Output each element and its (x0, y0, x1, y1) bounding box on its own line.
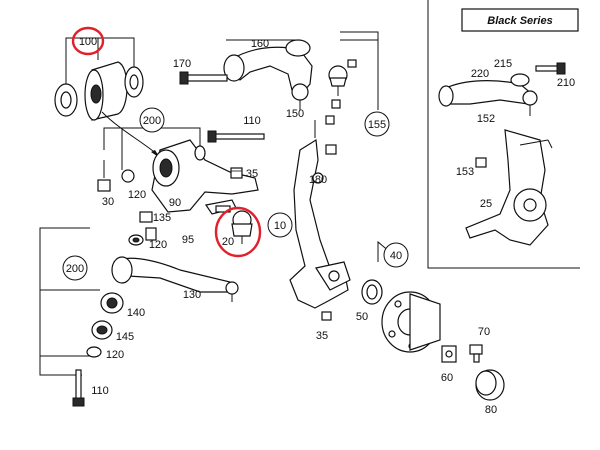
bolt-170 (179, 71, 228, 85)
label-155: 155 (368, 119, 386, 131)
label-220: 220 (471, 68, 489, 80)
label-130: 130 (183, 289, 201, 301)
label-140: 140 (127, 307, 145, 319)
label-80: 80 (485, 404, 497, 416)
label-160: 160 (251, 38, 269, 50)
callout-200b-circle (62, 255, 88, 281)
callout-155-circle (364, 111, 390, 137)
bolt-110-upper (207, 130, 265, 143)
label-152: 152 (477, 113, 495, 125)
callout-40-circle (383, 242, 409, 268)
label-35a: 35 (246, 168, 258, 180)
label-120b: 120 (149, 239, 167, 251)
label-10: 10 (274, 220, 286, 232)
bushing-100-group (54, 37, 160, 158)
callout-200a-circle (139, 107, 165, 133)
label-90: 90 (169, 197, 181, 209)
label-153: 153 (456, 166, 474, 178)
label-200a: 200 (143, 115, 161, 127)
inset-steering-knuckle (465, 129, 553, 246)
label-135: 135 (153, 212, 171, 224)
part-60-sensor (441, 345, 457, 363)
label-50: 50 (356, 311, 368, 323)
label-110a: 110 (243, 115, 261, 127)
label-120a: 120 (128, 189, 146, 201)
label-25: 25 (480, 198, 492, 210)
wheel-hub-group (361, 240, 441, 353)
label-20: 20 (222, 236, 234, 248)
label-145: 145 (116, 331, 134, 343)
highlight-100 (71, 26, 105, 56)
label-30: 30 (102, 196, 114, 208)
steering-knuckle-10 (289, 120, 351, 321)
ball-joint-upper (325, 31, 379, 125)
label-170: 170 (173, 58, 191, 70)
label-35b: 35 (316, 330, 328, 342)
callout-10-circle (267, 212, 293, 238)
label-180: 180 (309, 174, 327, 186)
label-215: 215 (494, 58, 512, 70)
label-200b: 200 (66, 263, 84, 275)
lower-arm-assembly (97, 127, 259, 215)
inset-title-box (461, 8, 579, 32)
label-100: 100 (79, 36, 97, 48)
upper-control-arm-160 (223, 39, 313, 110)
black-series-inset: Black Series (427, 0, 580, 269)
ball-joint-20 (231, 210, 253, 244)
inset-title: Black Series (487, 15, 552, 27)
label-40: 40 (390, 250, 402, 262)
label-120c: 120 (106, 349, 124, 361)
nut-35-upper (230, 167, 243, 179)
bolt-70 (469, 344, 483, 363)
highlight-20 (214, 206, 262, 258)
label-110b: 110 (91, 385, 109, 397)
inset-upper-arm (438, 62, 566, 116)
label-95: 95 (182, 234, 194, 246)
cap-80 (475, 369, 505, 401)
label-70: 70 (478, 326, 490, 338)
lower-left-group (39, 211, 239, 407)
label-210: 210 (557, 77, 575, 89)
label-150: 150 (286, 108, 304, 120)
label-60: 60 (441, 372, 453, 384)
